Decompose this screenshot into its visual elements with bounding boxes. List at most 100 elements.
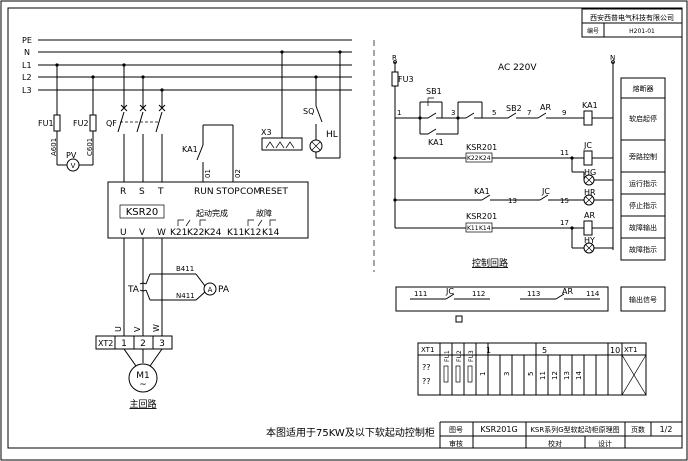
xt1-wire-11: 11 (539, 371, 547, 380)
inner-frame (7, 7, 683, 449)
terminal-k24: K24 (204, 228, 222, 238)
fu3-label: FU3 (398, 75, 414, 84)
terminal-strip-xt1: XT1 XT1 ?? ?? FU1 FU2 FU3 1 5 10 1 3 5 1… (417, 342, 647, 396)
xt2-num-2: 2 (140, 339, 146, 349)
ctrl-r-label: R (392, 54, 397, 62)
wire-7-label: 7 (527, 109, 531, 117)
legend-item-fault-ind: 故障指示 (629, 245, 657, 254)
k11-label: K11 (467, 225, 479, 232)
footer-note: 本图适用于75KW及以下软起动控制柜 (266, 426, 435, 439)
ac-label: AC 220V (498, 63, 537, 73)
ka1-rung3-label: KA1 (474, 187, 490, 196)
k14-label: K14 (479, 225, 491, 232)
terminal-reset: RESET (259, 187, 288, 197)
sb2-label: SB2 (506, 104, 522, 113)
proof-label: 校对 (548, 439, 562, 448)
out-num-114: 114 (586, 290, 600, 298)
fu2-label: FU2 (73, 119, 89, 128)
voltmeter-branch: FU1 FU2 A601 C601 V PV (38, 63, 97, 172)
xt1-wire-5: 5 (527, 372, 535, 376)
model-label: KSR20 (126, 207, 159, 218)
breaker-qf: QF (106, 63, 166, 182)
diagram-name: KSR系列G型软起动柜原理图 (530, 425, 619, 434)
pa-label: PA (218, 285, 230, 295)
bus-l1-label: L1 (22, 61, 32, 70)
out-jc-label: JC (445, 287, 454, 296)
page-value: 1/2 (660, 425, 673, 434)
wire-15-label: 15 (560, 197, 569, 205)
review-label: 审核 (449, 439, 463, 448)
bus-lines: PE N L1 L2 L3 (22, 36, 352, 95)
xt1-fu1: FU1 (444, 350, 451, 362)
phase-w-label: W (152, 324, 161, 332)
control-circuit: R N AC 220V FU3 1 SB1 3 KA1 5 (391, 54, 615, 269)
coil-ka1 (583, 110, 593, 126)
xt1-wire-13: 13 (563, 371, 571, 380)
motor-terminal-xt2: XT2 1 2 3 M1 ~ 主回路 (95, 335, 173, 410)
xt1-col-10: 10 (610, 346, 620, 355)
voltmeter-pv (66, 158, 80, 172)
ar-coil-label: AR (584, 211, 595, 220)
pv-label: PV (66, 151, 77, 160)
legend-item-fault-out: 故障输出 (629, 223, 657, 232)
xt1-mark-1: ?? (422, 363, 431, 372)
terminal-k14: K14 (262, 228, 280, 238)
bus-l2-label: L2 (22, 73, 32, 82)
control-legend: 熔断器 软启起停 旁路控制 运行指示 停止指示 故障输出 故障指示 (620, 77, 666, 261)
small-square-mark (455, 315, 463, 323)
wire-1-label: 1 (397, 109, 401, 117)
qf-label: QF (106, 119, 117, 128)
wire-11-label: 11 (560, 149, 569, 157)
output-signal-block: 输出信号 111 JC 112 113 AR 114 (395, 286, 666, 323)
ksr201-rung4-label: KSR201 (466, 212, 497, 221)
hr-label: HR (584, 188, 596, 197)
ka1-coil-label: KA1 (582, 101, 598, 110)
bus-pe-label: PE (22, 36, 32, 45)
fuse-fu2 (89, 114, 97, 132)
ka1-run-contact: KA1 01 02 (182, 124, 242, 182)
sq-label: SQ (303, 107, 314, 116)
ammeter-symbol: A (208, 286, 213, 294)
ammeter-pa (203, 282, 217, 296)
terminal-t: T (157, 187, 164, 197)
xt2-label: XT2 (98, 339, 113, 348)
ar-rung1-label: AR (540, 103, 551, 112)
xt1-fu2: FU2 (456, 350, 463, 362)
coil-ar (583, 220, 593, 236)
x3-label: X3 (261, 128, 272, 137)
xt1-wire-1: 1 (479, 372, 487, 376)
legend-item-fuse: 熔断器 (633, 84, 654, 93)
wire-5-label: 5 (492, 109, 496, 117)
terminal-s: S (139, 187, 145, 197)
xt1-left-label: XT1 (421, 346, 434, 354)
out-num-112: 112 (472, 290, 485, 298)
a601-label: A601 (50, 138, 58, 156)
hy-label: HY (584, 236, 595, 245)
soft-starter-ksr20: R S T RUN STOP COM RESET KSR20 起动完成 故障 U… (107, 181, 309, 239)
motor-symbol: ~ (139, 380, 147, 390)
b411-label: B411 (176, 265, 194, 273)
ksr201-rung2-label: KSR201 (466, 143, 497, 152)
ka1-hold-label: KA1 (428, 138, 444, 147)
xt1-wire-3: 3 (503, 372, 511, 376)
k22-label: K22 (467, 155, 479, 162)
hl-label: HL (326, 130, 338, 140)
xt1-right-label: XT1 (624, 346, 637, 354)
voltmeter-symbol: V (71, 162, 76, 170)
fu1-label: FU1 (38, 119, 54, 128)
output-signal-label: 输出信号 (629, 295, 657, 304)
terminal-k11: K11 (227, 228, 244, 238)
wire-17-label: 17 (560, 219, 569, 227)
legend-item-run: 运行指示 (629, 179, 657, 188)
phase-u-label: U (114, 326, 123, 332)
xt2-num-3: 3 (159, 339, 165, 349)
xt1-wire-14: 14 (575, 371, 583, 380)
xt1-mark-2: ?? (422, 377, 431, 386)
terminal-u: U (120, 228, 127, 238)
output-wires: TA B411 N411 A PA U V W (114, 238, 230, 336)
bus-l3-label: L3 (22, 86, 32, 95)
terminal-k22: K22 (187, 228, 204, 238)
drawing-no: H201-01 (629, 28, 655, 35)
